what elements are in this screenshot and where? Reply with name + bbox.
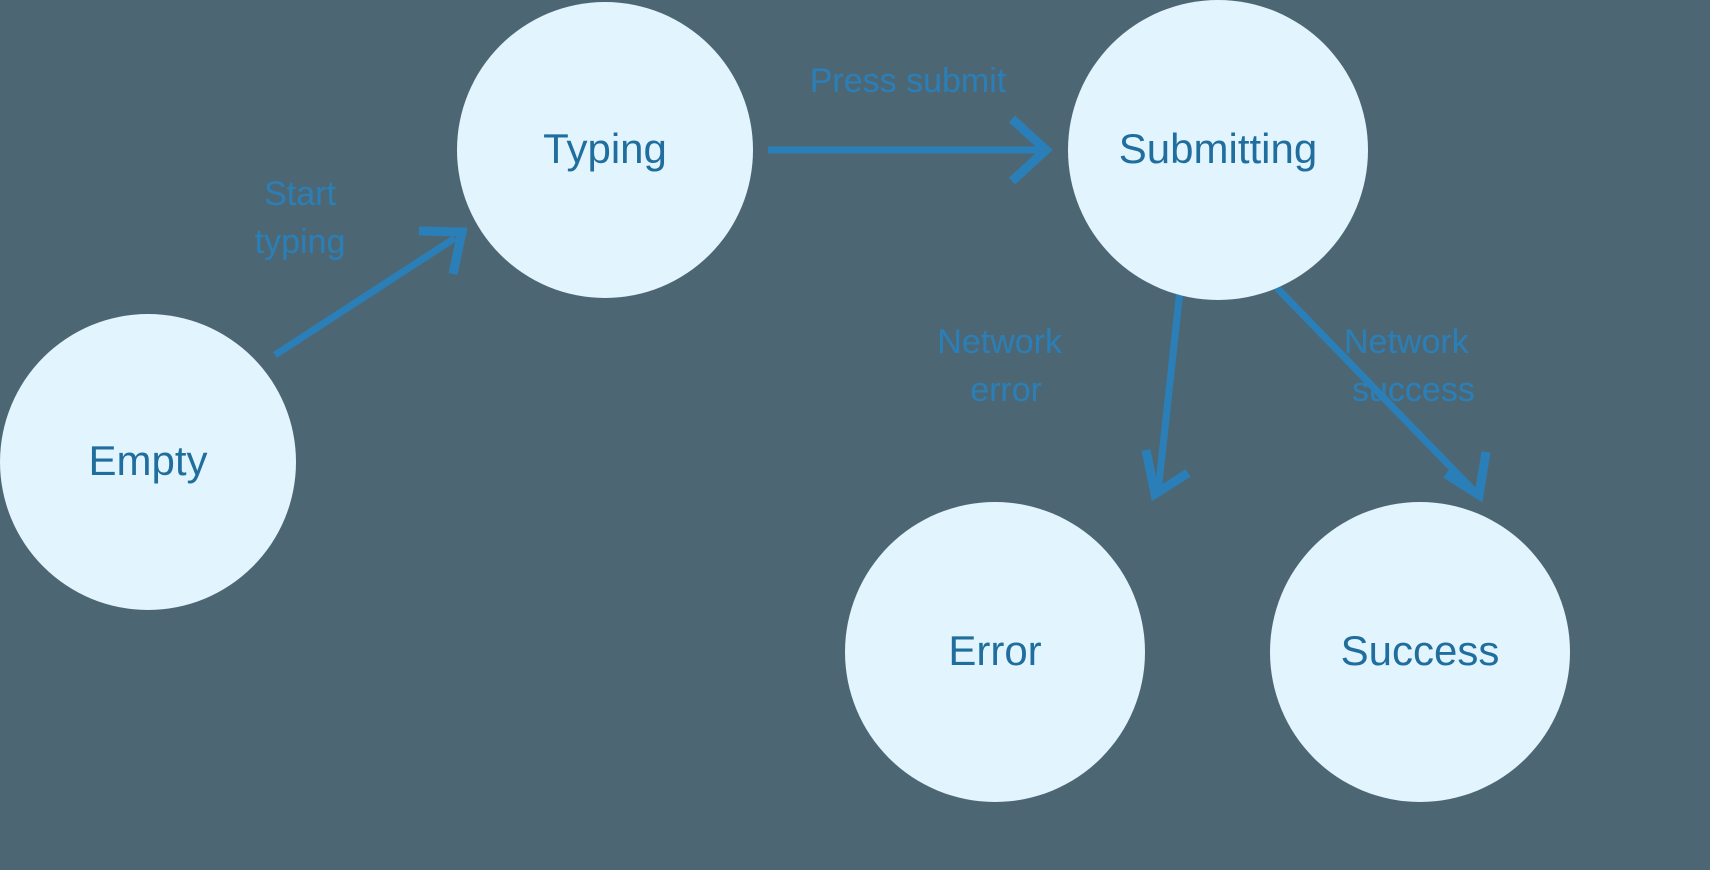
node-submitting-label: Submitting — [1119, 125, 1317, 172]
edge-label-typing-to-submitting: Press submit — [810, 62, 1007, 100]
node-empty[interactable]: Empty — [0, 314, 296, 610]
edge-submitting-to-error-line — [1154, 289, 1184, 493]
edge-typing-to-submitting — [768, 115, 1053, 185]
node-typing-circle[interactable] — [457, 2, 753, 298]
edge-typing-to-submitting-arrowhead — [1008, 115, 1053, 185]
edge-empty-to-typing — [273, 226, 468, 358]
node-typing-label: Typing — [543, 125, 667, 172]
edge-label-empty-to-typing-line-2: typing — [255, 223, 346, 261]
edge-label-empty-to-typing-line-1: Start — [264, 175, 336, 213]
edge-label-submitting-to-error: Network error — [937, 323, 1063, 409]
edge-submitting-to-error — [1141, 289, 1191, 502]
edge-label-submitting-to-success-line-1: Network — [1344, 323, 1470, 361]
node-empty-label: Empty — [88, 437, 207, 484]
edge-label-submitting-to-error-line-2: error — [970, 371, 1042, 409]
node-submitting[interactable]: Submitting — [1068, 0, 1368, 300]
node-error-circle[interactable] — [845, 502, 1145, 802]
node-success[interactable]: Success — [1270, 502, 1570, 802]
edge-label-submitting-to-success-line-2: success — [1352, 371, 1475, 409]
edge-submitting-to-success — [1274, 285, 1491, 503]
node-error[interactable]: Error — [845, 502, 1145, 802]
edge-submitting-to-success-line — [1274, 285, 1478, 495]
node-empty-circle[interactable] — [0, 314, 296, 610]
node-submitting-circle[interactable] — [1068, 0, 1368, 300]
edge-submitting-to-error-arrowhead — [1141, 449, 1191, 502]
edge-label-submitting-to-success: Network success — [1344, 323, 1475, 409]
edge-label-submitting-to-error-line-1: Network — [937, 323, 1063, 361]
edge-empty-to-typing-line — [273, 235, 457, 358]
edge-label-empty-to-typing: Start typing — [255, 175, 346, 261]
node-success-label: Success — [1341, 627, 1500, 674]
node-error-label: Error — [948, 627, 1041, 674]
edge-label-typing-to-submitting-line-1: Press submit — [810, 62, 1007, 100]
node-success-circle[interactable] — [1270, 502, 1570, 802]
edge-empty-to-typing-arrowhead — [418, 226, 468, 275]
node-typing[interactable]: Typing — [457, 2, 753, 298]
edge-submitting-to-success-arrowhead — [1443, 451, 1491, 503]
